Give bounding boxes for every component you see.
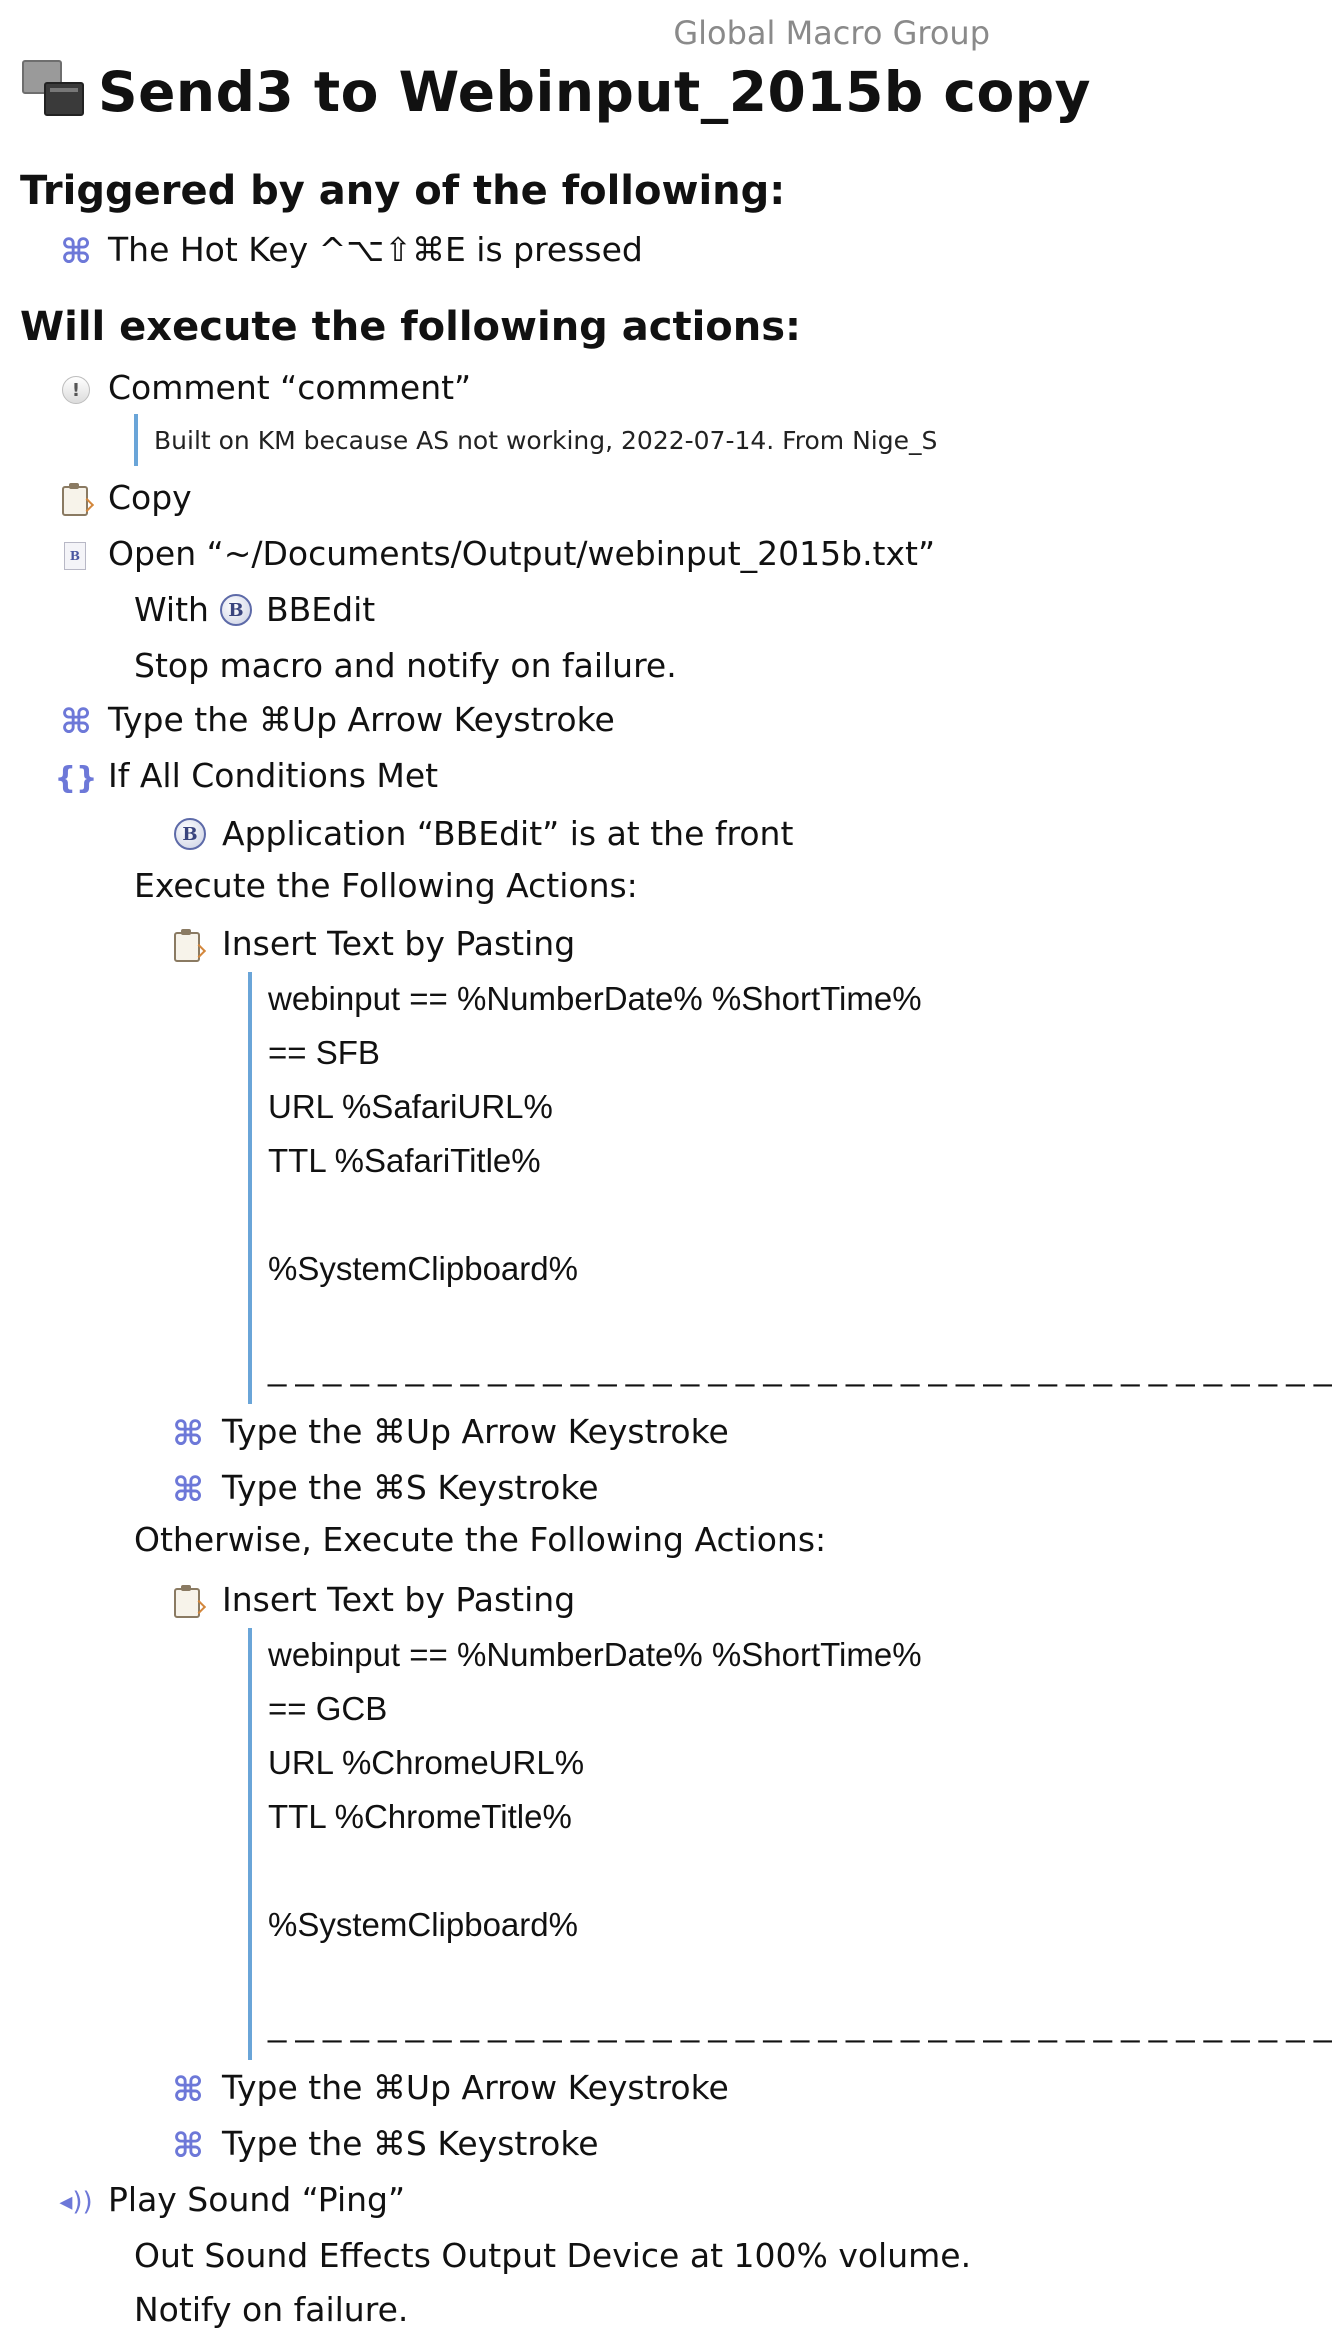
action-type-up-arrow[interactable]: Type the ⌘Up Arrow Keystroke (108, 700, 615, 739)
else-insert-line: == GCB (268, 1690, 388, 1727)
clipboard-icon (174, 929, 200, 962)
clipboard-icon (174, 1585, 200, 1618)
then-insert-line: %SystemClipboard% (268, 1250, 578, 1287)
clipboard-icon (62, 483, 88, 516)
action-comment[interactable]: Comment “comment” (108, 368, 472, 407)
sound-detail-device: Out Sound Effects Output Device at 100% … (134, 2236, 972, 2275)
command-key-icon: ⌘ (172, 2126, 204, 2166)
else-type-cmd-s[interactable]: Type the ⌘S Keystroke (222, 2124, 599, 2163)
command-key-icon: ⌘ (60, 232, 92, 272)
open-app-name: BBEdit (266, 590, 376, 629)
triggers-heading: Triggered by any of the following: (20, 168, 786, 214)
comment-bar (134, 414, 138, 466)
else-insert-line: %SystemClipboard% (268, 1906, 578, 1943)
document-icon: B (64, 542, 86, 570)
speaker-icon: ◂)) (59, 2187, 93, 2217)
then-label: Execute the Following Actions: (134, 866, 638, 905)
comment-body: Built on KM because AS not working, 2022… (154, 426, 938, 455)
comment-exclamation-icon: ! (62, 376, 90, 404)
macro-group-name: Global Macro Group (673, 14, 990, 52)
sound-detail-failure: Notify on failure. (134, 2290, 409, 2329)
else-insert-text[interactable]: Insert Text by Pasting (222, 1580, 576, 1619)
actions-heading: Will execute the following actions: (20, 304, 802, 350)
else-type-up-arrow[interactable]: Type the ⌘Up Arrow Keystroke (222, 2068, 729, 2107)
command-key-icon: ⌘ (172, 1414, 204, 1454)
action-if-conditions[interactable]: If All Conditions Met (108, 756, 439, 795)
command-key-icon: ⌘ (172, 1470, 204, 1510)
else-insert-line: TTL %ChromeTitle% (268, 1798, 572, 1835)
condition-app-front[interactable]: Application “BBEdit” is at the front (222, 814, 794, 853)
then-insert-text[interactable]: Insert Text by Pasting (222, 924, 576, 963)
then-type-up-arrow[interactable]: Type the ⌘Up Arrow Keystroke (222, 1412, 729, 1451)
then-type-cmd-s[interactable]: Type the ⌘S Keystroke (222, 1468, 599, 1507)
else-insert-line: webinput == %NumberDate% %ShortTime% (268, 1636, 922, 1673)
action-play-sound[interactable]: Play Sound “Ping” (108, 2180, 406, 2219)
braces-icon: {} (54, 760, 98, 796)
macro-windows-icon (22, 60, 84, 120)
open-failure-option: Stop macro and notify on failure. (134, 646, 677, 685)
else-insert-divider: _ _ _ _ _ _ _ _ _ _ _ _ _ _ _ _ _ _ _ _ … (268, 2006, 1332, 2043)
command-key-icon: ⌘ (60, 702, 92, 742)
trigger-hotkey[interactable]: The Hot Key ^⌥⇧⌘E is pressed (108, 230, 643, 269)
bbedit-icon: B (174, 818, 206, 850)
action-open[interactable]: Open “~/Documents/Output/webinput_2015b.… (108, 534, 936, 573)
command-key-icon: ⌘ (172, 2070, 204, 2110)
then-insert-line: == SFB (268, 1034, 380, 1071)
else-insert-line: URL %ChromeURL% (268, 1744, 585, 1781)
open-with-label: With (134, 590, 209, 629)
else-insert-bar (248, 1628, 252, 2060)
action-copy[interactable]: Copy (108, 478, 192, 517)
then-insert-bar (248, 972, 252, 1404)
then-insert-divider: _ _ _ _ _ _ _ _ _ _ _ _ _ _ _ _ _ _ _ _ … (268, 1350, 1332, 1387)
macro-print-view: Global Macro Group Send3 to Webinput_201… (0, 0, 1070, 2350)
then-insert-line: TTL %SafariTitle% (268, 1142, 541, 1179)
then-insert-line: webinput == %NumberDate% %ShortTime% (268, 980, 922, 1017)
else-label: Otherwise, Execute the Following Actions… (134, 1520, 827, 1559)
then-insert-line: URL %SafariURL% (268, 1088, 553, 1125)
bbedit-icon: B (220, 594, 252, 626)
macro-title: Send3 to Webinput_2015b copy (98, 60, 1091, 124)
